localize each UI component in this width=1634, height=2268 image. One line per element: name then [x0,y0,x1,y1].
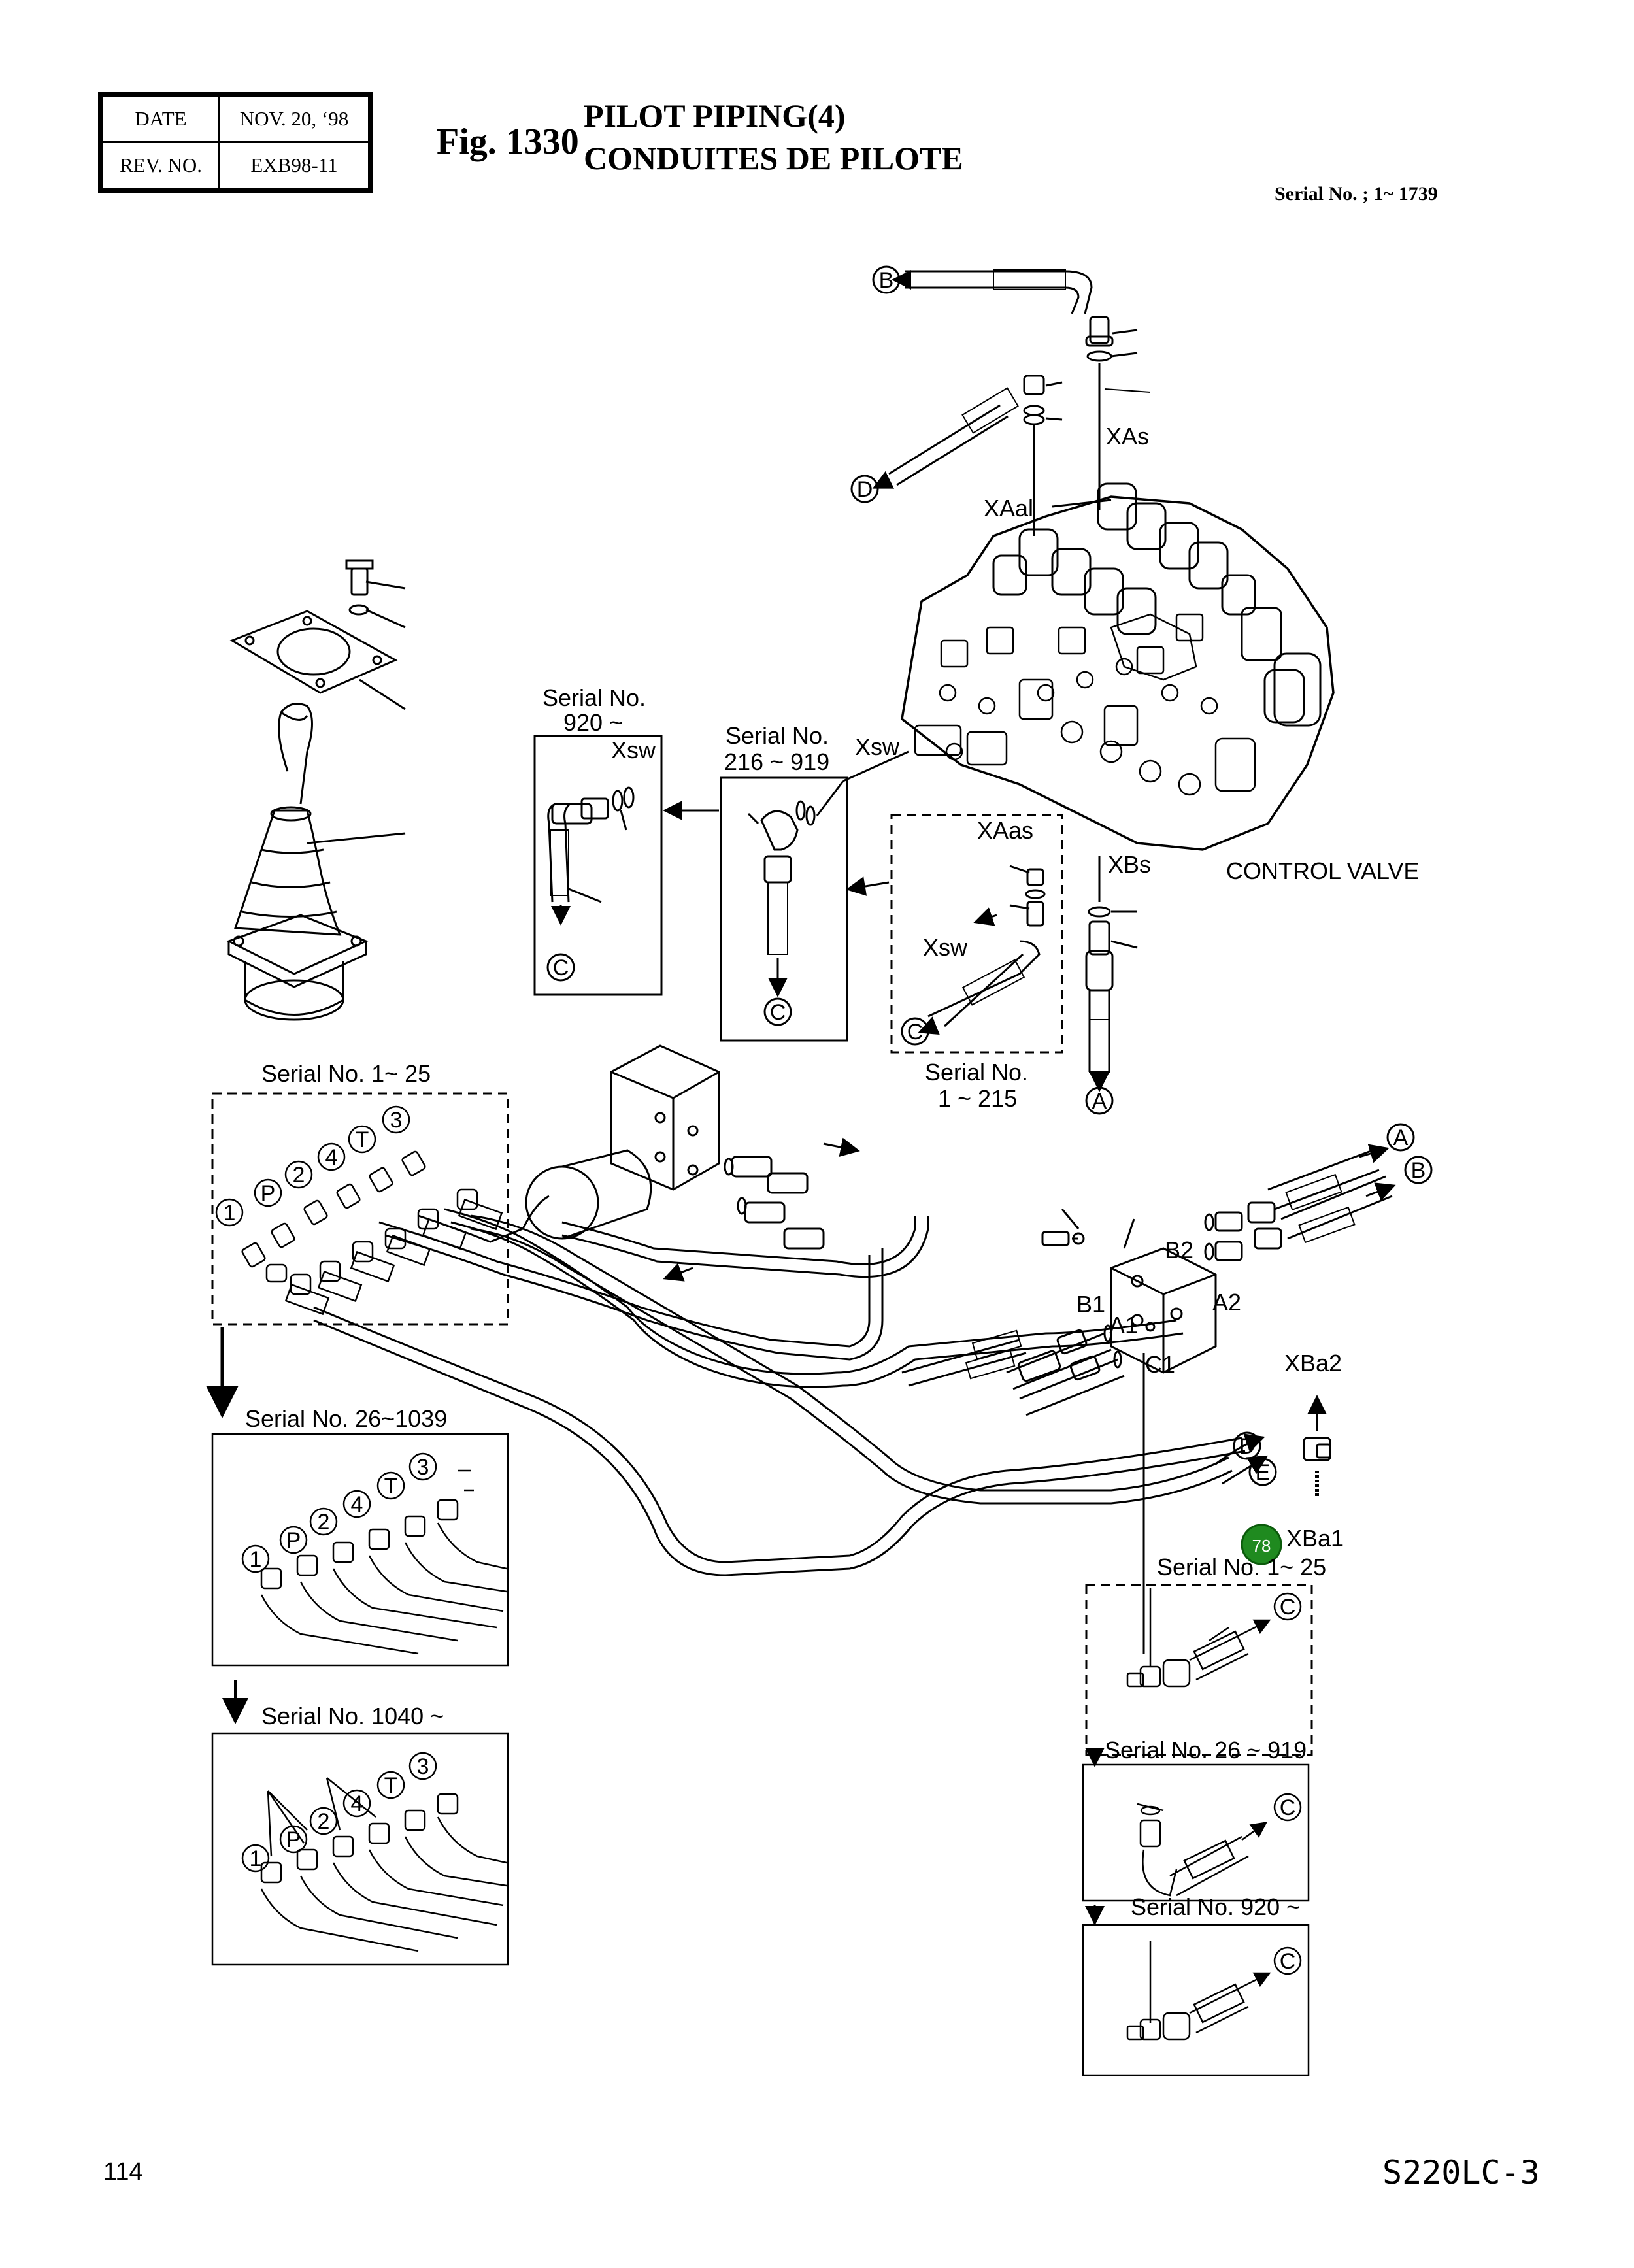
label-A2: A2 [1212,1289,1241,1316]
inset-serial-1-25-left [211,1092,509,1326]
inset-serial-920 [533,735,663,996]
control-valve-drawing [842,265,1335,1115]
port-label: 4 [351,1492,363,1517]
callout-E-right: E [1256,1460,1271,1485]
port-label: T [384,1474,398,1499]
port-label: 2 [318,1809,330,1834]
serial-range: Serial No. ; 1~ 1739 [1275,183,1438,205]
port-label: 4 [351,1792,363,1816]
label-XBa1: XBa1 [1286,1525,1344,1552]
port-label: T [356,1127,369,1152]
port-label: 3 [417,1455,429,1480]
inset-serial-1-25-right [1085,1584,1313,1756]
port-label: 3 [390,1108,403,1133]
revision-table: DATE NOV. 20, ‘98 REV. NO. EXB98-11 [98,92,373,193]
serial-1-25-right: Serial No. 1~ 25 [1157,1554,1326,1580]
callout-C-sec1: C [1280,1595,1296,1620]
port-label: 2 [318,1510,330,1535]
label-B1: B1 [1076,1291,1105,1318]
label-XAal: XAal [984,495,1033,522]
port-label: P [286,1528,301,1553]
serial-920-right: Serial No. 920 ~ [1131,1893,1300,1920]
label-C1: C1 [1145,1351,1175,1378]
label-control-valve: CONTROL VALVE [1226,858,1419,884]
rev-value: EXB98-11 [218,141,370,190]
callout-C-sec3: C [1280,1949,1296,1974]
callout-C-inset1: C [907,1020,924,1044]
title-french: CONDUITES DE PILOTE [584,140,963,176]
rev-label: REV. NO. [101,141,220,190]
pilot-pipe-bundle [313,1195,1277,1576]
inset-serial-1040 [211,1732,509,1966]
inset-serial-920-right [1082,1924,1310,2076]
port-label: T [384,1773,398,1798]
label-B2: B2 [1165,1237,1193,1263]
label-A1: A1 [1109,1312,1138,1339]
serial-26-1039: Serial No. 26~1039 [245,1405,447,1432]
serial-920-line2: 920 ~ [563,709,623,736]
inset-serial-216-919 [663,776,890,1042]
serial-1-25-left: Serial No. 1~ 25 [261,1060,431,1087]
callout-B-top: B [879,268,894,293]
serial-920-xsw: Xsw [611,737,656,763]
part-badge-number: 78 [1252,1536,1271,1556]
page-number: 114 [103,2158,143,2186]
serial-1-215-line2: 1 ~ 215 [938,1085,1017,1112]
callout-A-bottom: A [1092,1089,1107,1114]
inset-serial-1-215 [890,814,1063,1054]
port-label: 1 [250,1547,262,1572]
callout-D-top: D [857,477,873,502]
label-XBs: XBs [1108,851,1151,878]
left-fittings [241,1150,503,1316]
port-label: 4 [325,1145,338,1170]
label-XAs: XAs [1106,423,1149,450]
port-label: 3 [417,1754,429,1779]
port-label: 2 [293,1163,305,1188]
callout-D-right: D [1239,1434,1256,1459]
port-label: P [261,1181,276,1206]
serial-216-line2: 216 ~ 919 [724,748,829,775]
model-number: S220LC-3 [1382,2154,1540,2192]
title-english: PILOT PIPING(4) [584,97,846,134]
figure-number: Fig. 1330 [437,122,579,162]
manifold-block [525,1044,860,1282]
joystick-drawing [226,559,406,1021]
part-badge[interactable] [1241,1524,1282,1565]
label-XAas: XAas [977,817,1033,844]
serial-26-919: Serial No. 26 ~ 919 [1105,1737,1307,1763]
callout-C-serial216: C [770,1000,786,1025]
callout-B-right: B [1411,1158,1426,1183]
inset-serial-26-1039 [211,1433,509,1667]
shuttle-block [1006,1123,1433,1654]
label-Xsw-inset: Xsw [923,934,968,961]
serial-1-215-line1: Serial No. [925,1059,1028,1086]
callout-C-sec2: C [1280,1795,1296,1820]
date-value: NOV. 20, ‘98 [218,95,370,143]
port-label: 1 [250,1846,262,1871]
serial-216-line1: Serial No. [725,722,829,749]
port-label: 1 [224,1201,236,1226]
date-label: DATE [101,95,220,143]
label-XBa2: XBa2 [1284,1350,1342,1376]
port-label: P [286,1827,301,1852]
callout-A-right: A [1393,1126,1409,1150]
serial-920-line1: Serial No. [542,684,646,711]
callout-C-serial920: C [553,956,569,980]
label-Xsw-main: Xsw [855,733,900,760]
inset-serial-26-919 [1082,1763,1310,1902]
serial-1040: Serial No. 1040 ~ [261,1703,444,1729]
